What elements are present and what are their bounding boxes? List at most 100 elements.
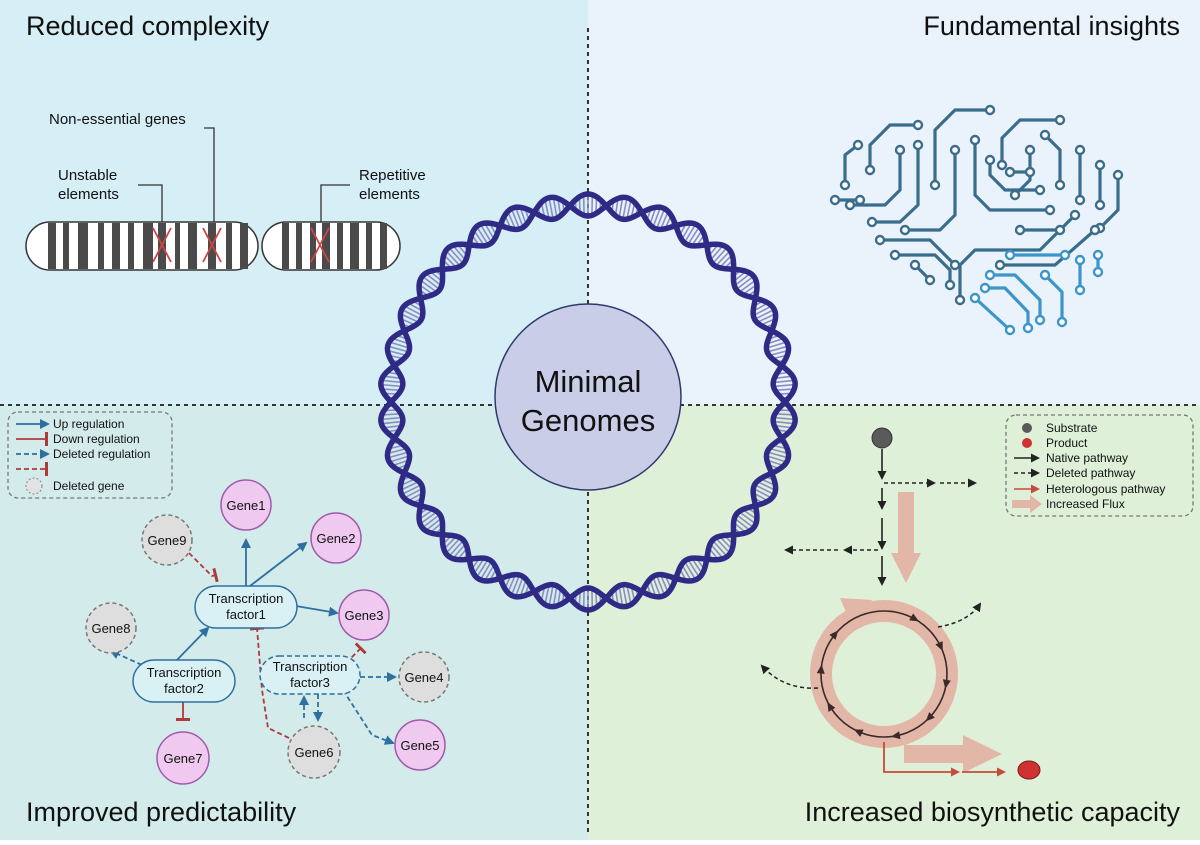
- circuit-node: [846, 201, 854, 209]
- circuit-node: [876, 236, 884, 244]
- circuit-node: [1058, 318, 1066, 326]
- label-non-essential-genes: Non-essential genes: [49, 111, 186, 128]
- circuit-node: [1036, 316, 1044, 324]
- chromosome-band: [240, 223, 248, 269]
- chromosome-band: [366, 223, 372, 269]
- circuit-node: [1006, 251, 1014, 259]
- legend-increased-flux: Increased Flux: [1046, 497, 1125, 511]
- tf2-label-line2: factor2: [164, 681, 204, 696]
- chromosome-band: [226, 223, 232, 269]
- legend-substrate: Substrate: [1046, 421, 1098, 435]
- circuit-node: [951, 146, 959, 154]
- tf1-label-line1: Transcription: [209, 591, 284, 606]
- gene7-label: Gene7: [163, 751, 202, 766]
- label-repetitive-line2: elements: [359, 186, 420, 203]
- circuit-node: [931, 181, 939, 189]
- circuit-node: [896, 146, 904, 154]
- chromosome-band: [337, 223, 343, 269]
- chromosome-band: [380, 223, 387, 269]
- legend-deleted-regulation: Deleted regulation: [53, 447, 150, 461]
- title-fundamental-insights: Fundamental insights: [923, 11, 1180, 41]
- circuit-node: [1061, 251, 1069, 259]
- circuit-node: [946, 281, 954, 289]
- circuit-node: [1076, 146, 1084, 154]
- chromosome-band: [143, 223, 153, 269]
- gene2-label: Gene2: [316, 531, 355, 546]
- gene8-label: Gene8: [91, 621, 130, 636]
- circuit-node: [986, 271, 994, 279]
- gene6-label: Gene6: [294, 745, 333, 760]
- chromosome-band: [98, 223, 104, 269]
- circuit-node: [914, 141, 922, 149]
- circuit-node: [1036, 186, 1044, 194]
- substrate-node: [872, 428, 892, 448]
- circuit-node: [911, 261, 919, 269]
- legend-native-pathway: Native pathway: [1046, 451, 1128, 465]
- circuit-node: [1026, 168, 1034, 176]
- circuit-node: [951, 261, 959, 269]
- gene3-label: Gene3: [344, 608, 383, 623]
- legend-deleted-gene: Deleted gene: [53, 479, 125, 493]
- circuit-node: [926, 276, 934, 284]
- gene4-label: Gene4: [404, 670, 443, 685]
- circuit-node: [1011, 191, 1019, 199]
- circuit-node: [1056, 181, 1064, 189]
- circuit-node: [1076, 196, 1084, 204]
- chromosome-band: [63, 223, 69, 269]
- tf2-label-line1: Transcription: [147, 665, 222, 680]
- circuit-node: [1096, 201, 1104, 209]
- chromosome-band: [128, 223, 134, 269]
- legend-substrate-icon: [1022, 423, 1032, 433]
- label-unstable-line1: Unstable: [58, 167, 117, 184]
- legend-product-icon: [1022, 438, 1032, 448]
- circuit-node: [1006, 326, 1014, 334]
- circuit-node: [1056, 116, 1064, 124]
- circuit-node: [1091, 226, 1099, 234]
- circuit-node: [971, 136, 979, 144]
- title-increased-biosynthetic-capacity: Increased biosynthetic capacity: [805, 797, 1181, 827]
- circuit-node: [996, 261, 1004, 269]
- chromosome-band: [282, 223, 289, 269]
- circuit-node: [971, 294, 979, 302]
- circuit-node: [1006, 168, 1014, 176]
- circuit-node: [1026, 146, 1034, 154]
- label-unstable-line2: elements: [58, 186, 119, 203]
- circuit-node: [1041, 271, 1049, 279]
- circuit-node: [1076, 286, 1084, 294]
- circuit-node: [981, 284, 989, 292]
- circuit-node: [1114, 171, 1122, 179]
- legend-deleted-gene-icon: [26, 478, 42, 494]
- legend-product: Product: [1046, 436, 1088, 450]
- chromosome-band: [78, 223, 88, 269]
- label-repetitive-line1: Repetitive: [359, 167, 426, 184]
- circuit-node: [868, 218, 876, 226]
- chromosome-band: [112, 223, 120, 269]
- circuit-node: [841, 181, 849, 189]
- circuit-node: [854, 141, 862, 149]
- circuit-node: [998, 161, 1006, 169]
- circuit-node: [956, 296, 964, 304]
- title-reduced-complexity: Reduced complexity: [26, 11, 270, 41]
- circuit-node: [891, 251, 899, 259]
- circuit-node: [1071, 211, 1079, 219]
- circuit-node: [1094, 251, 1102, 259]
- quadrant-top-right: [588, 0, 1200, 405]
- tf3-label-line2: factor3: [290, 675, 330, 690]
- circuit-node: [1096, 161, 1104, 169]
- center-title-line1: Minimal: [535, 364, 642, 399]
- circuit-node: [866, 166, 874, 174]
- circuit-node: [1024, 324, 1032, 332]
- center-title-line2: Genomes: [521, 403, 655, 438]
- gene1-label: Gene1: [226, 498, 265, 513]
- tf1-label-line2: factor1: [226, 607, 266, 622]
- chromosome-band: [296, 223, 302, 269]
- legend-deleted-pathway: Deleted pathway: [1046, 466, 1135, 480]
- chromosome-band: [48, 223, 56, 269]
- circuit-node: [1046, 206, 1054, 214]
- circuit-node: [1016, 226, 1024, 234]
- circuit-node: [986, 156, 994, 164]
- chromosome-band: [188, 223, 197, 269]
- circuit-node: [914, 121, 922, 129]
